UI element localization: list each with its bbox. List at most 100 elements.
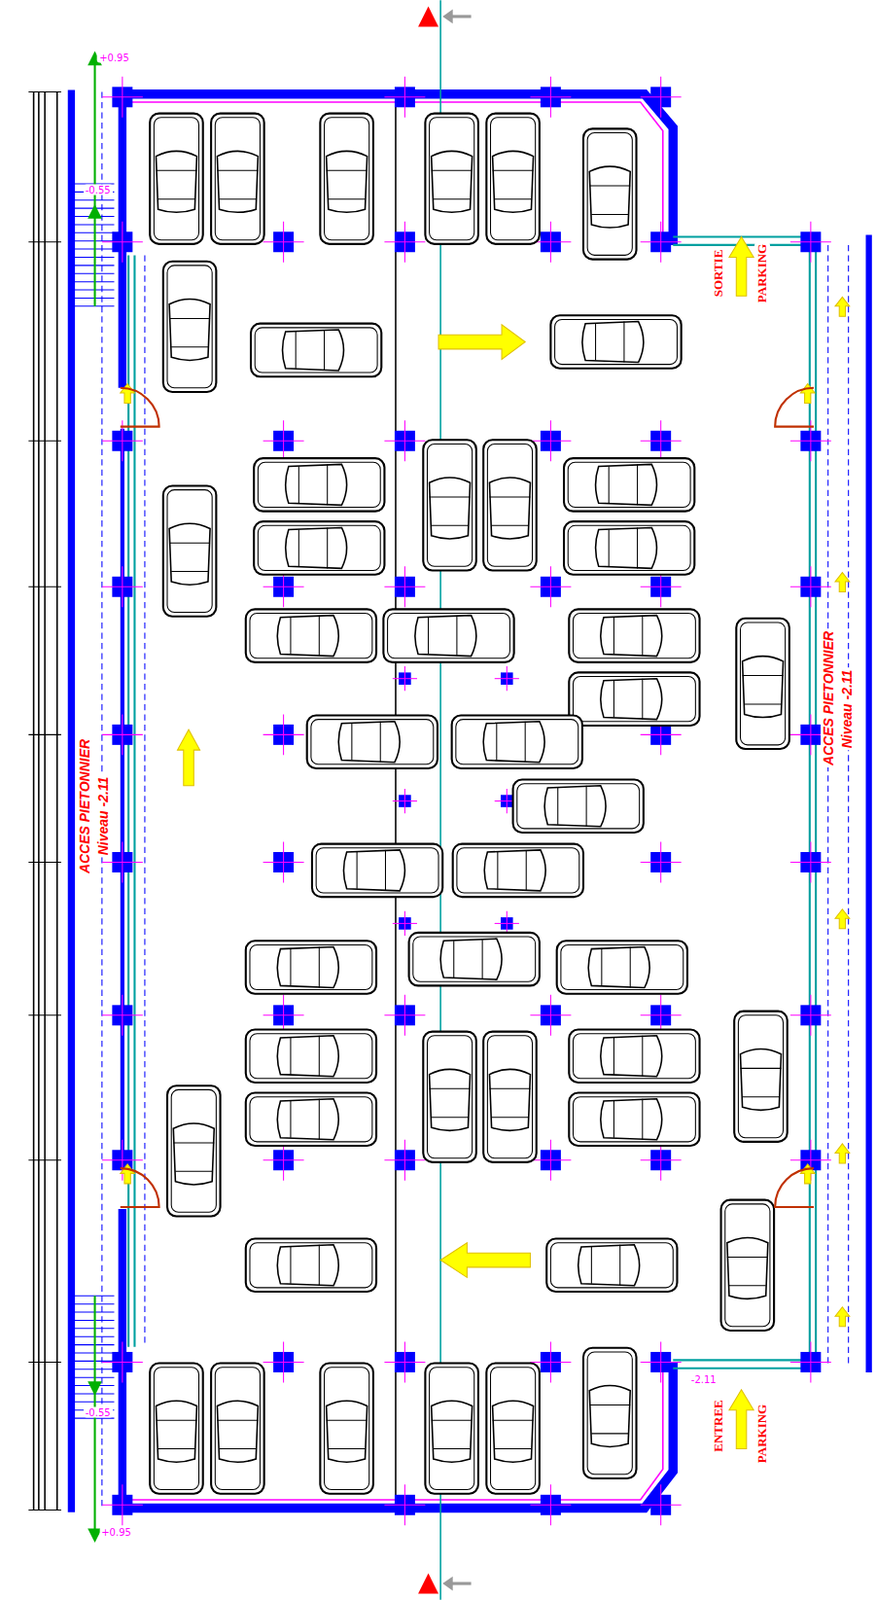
- glazing: [808, 245, 811, 1367]
- car-symbol: [245, 608, 377, 663]
- traffic-arrow: [729, 1389, 754, 1449]
- column-axis: [102, 713, 143, 755]
- car-symbol: [546, 1238, 677, 1293]
- dimension-line: [43, 92, 46, 1510]
- car-symbol: [735, 618, 790, 749]
- dimension-tick: [28, 1158, 62, 1160]
- walk-arrow: [800, 1163, 815, 1184]
- column-axis: [790, 1340, 832, 1382]
- column-axis: [640, 221, 682, 263]
- column-axis: [640, 1483, 682, 1525]
- walk-arrow: [120, 1163, 136, 1184]
- car-symbol: [312, 843, 443, 898]
- column-axis: [102, 1483, 143, 1525]
- column-axis: [384, 221, 425, 263]
- wall: [120, 428, 125, 1168]
- dimension-line: [56, 92, 59, 1510]
- section-marker: [418, 5, 439, 27]
- glazing: [814, 245, 817, 1367]
- dimension-tick: [28, 241, 62, 243]
- area-label: ACCES PIETONNIER: [76, 736, 93, 876]
- door-swing: [774, 387, 814, 427]
- car-symbol: [568, 1029, 700, 1084]
- car-symbol: [452, 714, 583, 769]
- column-axis: [640, 1340, 682, 1382]
- traffic-arrow: [729, 237, 754, 297]
- car-symbol: [453, 843, 584, 898]
- section-arrow: [442, 9, 453, 25]
- car-symbol: [568, 608, 700, 663]
- car-symbol: [163, 485, 217, 616]
- walk-arrow: [120, 384, 136, 404]
- level-mark: -0.55: [83, 1405, 113, 1417]
- car-symbol: [383, 608, 514, 663]
- level-mark: -2.11: [689, 1373, 719, 1385]
- car-symbol: [245, 1092, 377, 1147]
- dimension-tick: [28, 440, 62, 442]
- car-symbol: [486, 1362, 540, 1493]
- car-symbol: [319, 113, 374, 245]
- column-axis: [102, 565, 143, 607]
- dimension-tick: [28, 734, 62, 736]
- dimension-tick: [28, 1361, 62, 1363]
- arrow-head: [87, 204, 103, 219]
- car-symbol: [568, 1092, 700, 1147]
- walk-arrow: [835, 296, 850, 316]
- column-axis: [384, 1139, 425, 1181]
- walk-arrow: [835, 909, 850, 929]
- wall: [866, 234, 873, 1372]
- column-axis: [790, 221, 832, 263]
- car-symbol: [483, 1031, 537, 1162]
- dimension-tick: [28, 1508, 62, 1510]
- column-axis: [392, 665, 418, 691]
- column-axis: [102, 1139, 143, 1181]
- column-axis: [790, 565, 832, 607]
- column-axis: [640, 841, 682, 883]
- area-label: ACCES PIETONNIER: [820, 629, 837, 768]
- door-swing: [120, 387, 160, 427]
- car-symbol: [210, 113, 265, 245]
- walk-arrow: [835, 1306, 850, 1327]
- door-swing: [120, 1167, 160, 1207]
- car-symbol: [721, 1199, 775, 1331]
- car-symbol: [253, 521, 385, 575]
- column-axis: [529, 565, 571, 607]
- column-axis: [384, 1483, 425, 1525]
- traffic-arrow: [177, 729, 201, 786]
- car-symbol: [583, 1347, 637, 1478]
- section-arrow: [442, 1576, 453, 1591]
- traffic-arrow: [438, 324, 526, 360]
- walk-arrow: [800, 384, 815, 404]
- column-axis: [529, 994, 571, 1036]
- column-axis: [263, 420, 305, 461]
- column-axis: [102, 1340, 143, 1382]
- car-symbol: [149, 113, 204, 245]
- column-axis: [392, 911, 418, 936]
- walk-arrow: [835, 1143, 850, 1163]
- car-symbol: [422, 1031, 477, 1162]
- column-axis: [529, 76, 571, 118]
- dimension-line: [33, 92, 36, 1510]
- dimension-tick: [28, 586, 62, 588]
- column-axis: [392, 788, 418, 813]
- glazing: [133, 254, 136, 1346]
- wall: [68, 89, 75, 1511]
- column-axis: [384, 420, 425, 461]
- car-symbol: [583, 128, 637, 259]
- column-axis: [384, 76, 425, 118]
- car-symbol: [513, 779, 644, 834]
- car-symbol: [563, 457, 695, 512]
- car-symbol: [424, 1362, 479, 1493]
- walkway-line: [847, 245, 849, 1367]
- car-symbol: [550, 315, 681, 369]
- column-axis: [494, 665, 520, 691]
- column-axis: [384, 994, 425, 1036]
- level-mark: -0.55: [83, 184, 113, 196]
- car-symbol: [307, 714, 438, 769]
- car-symbol: [163, 261, 217, 392]
- dimension-tick: [28, 1014, 62, 1016]
- column-axis: [384, 565, 425, 607]
- car-symbol: [250, 323, 382, 378]
- car-symbol: [210, 1362, 265, 1493]
